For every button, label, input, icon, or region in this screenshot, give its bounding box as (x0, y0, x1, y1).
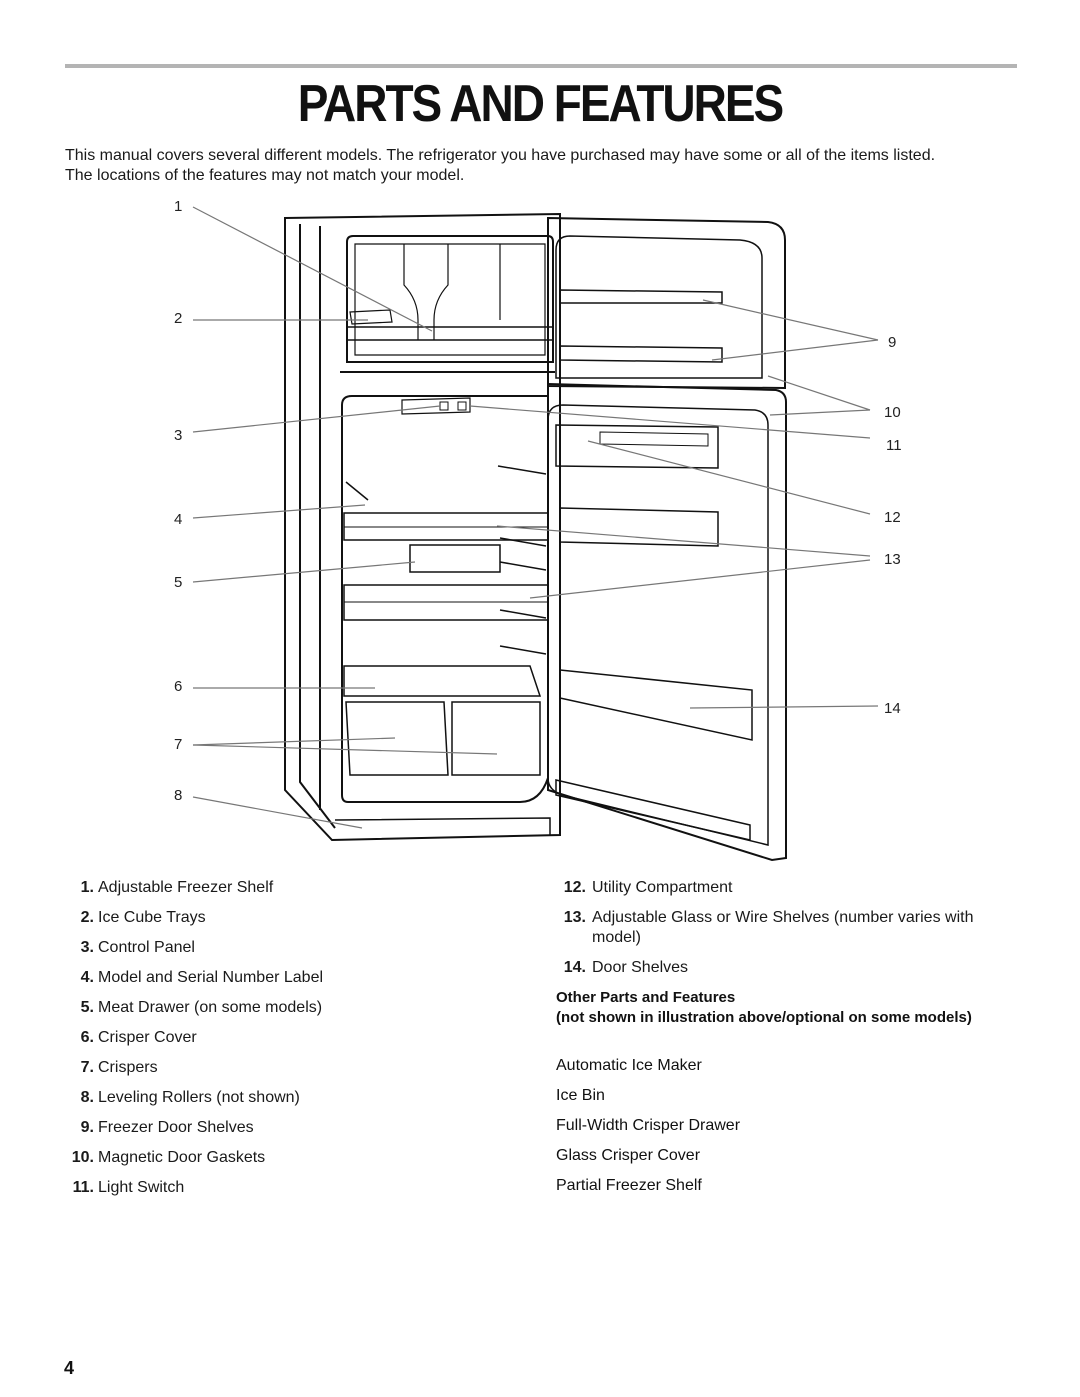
parts-list-left: 1.Adjustable Freezer Shelf 2.Ice Cube Tr… (66, 878, 466, 1208)
item-number: 1. (80, 879, 94, 896)
callout-10: 10 (884, 404, 901, 421)
item-number: 2. (80, 909, 94, 926)
other-parts-subheading: (not shown in illustration above/optiona… (556, 1009, 972, 1026)
callout-3: 3 (174, 427, 183, 444)
item-number: 11. (72, 1179, 94, 1196)
item-label: Freezer Door Shelves (98, 1119, 254, 1136)
list-item: 12. Utility Compartment (556, 878, 1026, 908)
list-item: Ice Bin (556, 1087, 605, 1104)
item-number: 8. (80, 1089, 94, 1106)
item-label: Crisper Cover (98, 1029, 197, 1046)
list-item: 1.Adjustable Freezer Shelf (66, 878, 466, 908)
refrigerator-body (284, 212, 787, 862)
item-label: Light Switch (98, 1179, 185, 1196)
item-number: 12. (563, 879, 586, 896)
callout-1: 1 (174, 198, 183, 215)
list-item: 7.Crispers (66, 1058, 466, 1088)
list-item: 3.Control Panel (66, 938, 466, 968)
other-parts-heading: Other Parts and Features (556, 989, 736, 1006)
item-label: Model and Serial Number Label (98, 969, 324, 986)
callout-13: 13 (884, 551, 901, 568)
item-label: Meat Drawer (on some models) (98, 999, 323, 1016)
callout-2: 2 (174, 310, 183, 327)
callout-8: 8 (174, 787, 183, 804)
item-label: Leveling Rollers (not shown) (98, 1089, 300, 1106)
callout-7: 7 (174, 736, 183, 753)
list-item: Full-Width Crisper Drawer (556, 1117, 741, 1134)
item-number: 14. (563, 959, 586, 976)
list-item: Automatic Ice Maker (556, 1057, 702, 1074)
item-label: Crispers (98, 1059, 158, 1076)
top-rule (65, 64, 1017, 68)
callout-9: 9 (888, 334, 897, 351)
callout-11: 11 (886, 437, 902, 454)
callout-14: 14 (884, 700, 901, 717)
item-number: 13. (563, 909, 586, 926)
callout-4: 4 (174, 511, 183, 528)
list-item: Partial Freezer Shelf (556, 1177, 702, 1194)
refrigerator-illustration (192, 206, 879, 862)
list-item: 11.Light Switch (66, 1178, 466, 1208)
item-number: 6. (80, 1029, 94, 1046)
intro-text: This manual covers several different mod… (65, 146, 1025, 186)
callout-leaders (192, 206, 879, 829)
intro-line-2: The locations of the features may not ma… (65, 167, 465, 184)
item-label: Adjustable Glass or Wire Shelves (number… (592, 909, 974, 946)
item-label: Ice Cube Trays (98, 909, 206, 926)
callout-6: 6 (174, 678, 183, 695)
item-number: 7. (80, 1059, 94, 1076)
item-label: Door Shelves (592, 959, 689, 976)
item-number: 9. (80, 1119, 94, 1136)
item-number: 5. (80, 999, 94, 1016)
item-number: 3. (80, 939, 94, 956)
callout-5: 5 (174, 574, 183, 591)
list-item: 13. Adjustable Glass or Wire Shelves (num… (556, 908, 1026, 958)
callout-12: 12 (884, 509, 901, 526)
page-number: 4 (64, 1358, 75, 1378)
item-label: Adjustable Freezer Shelf (98, 879, 274, 896)
parts-list-right: 12. Utility Compartment 13. Adjustable Gla… (556, 878, 1026, 988)
item-number: 4. (80, 969, 94, 986)
list-item: 14. Door Shelves (556, 958, 1026, 988)
list-item: Glass Crisper Cover (556, 1147, 701, 1164)
list-item: 4.Model and Serial Number Label (66, 968, 466, 998)
list-item: 8.Leveling Rollers (not shown) (66, 1088, 466, 1118)
page-title: PARTS AND FEATURES (297, 73, 785, 133)
list-item: 5.Meat Drawer (on some models) (66, 998, 466, 1028)
item-label: Magnetic Door Gaskets (98, 1149, 266, 1166)
item-label: Utility Compartment (592, 879, 733, 896)
item-number: 10. (71, 1149, 94, 1166)
list-item: 9.Freezer Door Shelves (66, 1118, 466, 1148)
list-item: 6.Crisper Cover (66, 1028, 466, 1058)
list-item: 10.Magnetic Door Gaskets (66, 1148, 466, 1178)
list-item: 2.Ice Cube Trays (66, 908, 466, 938)
other-parts-list: Automatic Ice Maker Ice Bin Full-Width C… (556, 1056, 740, 1206)
intro-line-1: This manual covers several different mod… (65, 147, 936, 164)
item-label: Control Panel (98, 939, 195, 956)
